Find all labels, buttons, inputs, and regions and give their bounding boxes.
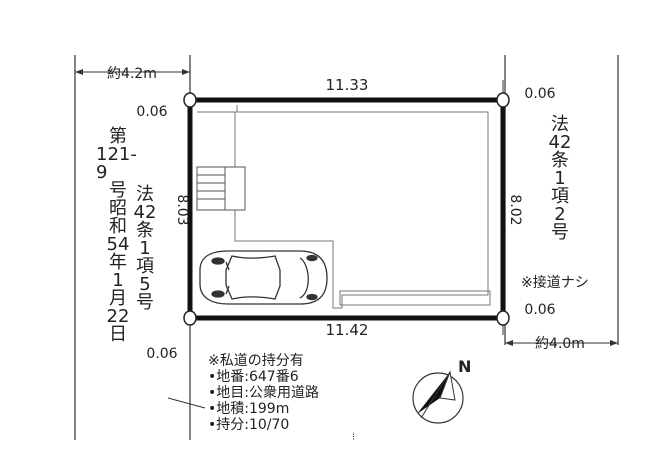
faint-mark: ⁝ xyxy=(352,432,355,443)
road-number-char: 22 xyxy=(106,306,130,327)
law-char: 条 xyxy=(551,150,569,171)
right-depth-label: 8.02 xyxy=(507,194,523,225)
law-char: 法 xyxy=(551,114,569,135)
notes-leader-line xyxy=(167,397,206,409)
road-number-char: 121-9 xyxy=(96,144,137,183)
road-number-char: 54 xyxy=(106,234,130,255)
corner-markers xyxy=(183,92,510,326)
north-arrow-icon: N xyxy=(412,357,471,424)
road-number-char: 号 xyxy=(109,180,127,201)
notes-land-category: •地目:公衆用道路 xyxy=(208,385,319,401)
law-char: 条 xyxy=(136,220,154,241)
notes-area: •地積:199m xyxy=(208,401,290,417)
corner-offset-br: 0.06 xyxy=(524,302,555,318)
law-char: 項 xyxy=(136,256,154,277)
law-char: 5 xyxy=(139,274,151,295)
road-number-char: 昭 xyxy=(109,198,127,219)
law-char: 項 xyxy=(551,186,569,207)
private-road-notes: ※私道の持分有 •地番:647番6 •地目:公衆用道路 •地積:199m •持分… xyxy=(208,353,319,433)
no-road-access-note: ※接道ナシ xyxy=(521,275,589,291)
corner-offset-tr: 0.06 xyxy=(524,86,555,102)
road-number-char: 年 xyxy=(109,252,127,273)
right-road-width-label: 約4.0m xyxy=(535,336,585,352)
law-char: 号 xyxy=(136,292,154,313)
top-width-label: 11.33 xyxy=(326,76,369,94)
left-road-width-dimension xyxy=(75,69,190,75)
right-road-width-dimension xyxy=(505,340,618,346)
corner-marker-bl xyxy=(183,310,197,326)
law-char: 号 xyxy=(551,222,569,243)
law-char: 42 xyxy=(133,202,157,223)
corner-marker-tl xyxy=(183,92,197,108)
left-road-number-text: 第 121-9 号 昭 和 54 年 1 月 22 日 xyxy=(96,128,140,344)
corner-marker-tr xyxy=(496,92,510,108)
left-depth-label: 8.03 xyxy=(174,194,190,225)
road-number-char: 日 xyxy=(109,324,127,345)
parked-car-icon xyxy=(199,250,328,305)
law-char: 2 xyxy=(554,204,566,225)
building-footprint xyxy=(197,105,491,309)
law-char: 1 xyxy=(554,168,566,189)
bottom-width-label: 11.42 xyxy=(326,321,369,339)
law-char: 1 xyxy=(139,238,151,259)
notes-share: •持分:10/70 xyxy=(208,417,290,433)
road-number-char: 和 xyxy=(109,216,127,237)
entrance-stairs xyxy=(196,166,246,211)
corner-marker-br xyxy=(496,310,510,326)
notes-lot-number: •地番:647番6 xyxy=(208,369,299,385)
left-road-width-label: 約4.2m xyxy=(107,66,157,82)
road-number-char: 1 xyxy=(112,270,124,291)
corner-offset-tl: 0.06 xyxy=(136,104,167,120)
left-road-law-text: 法 42 条 1 項 5 号 xyxy=(133,186,157,312)
right-road-law-text: 法 42 条 1 項 2 号 xyxy=(548,116,572,242)
north-label: N xyxy=(458,357,471,376)
corner-offset-bl: 0.06 xyxy=(146,346,177,362)
road-number-char: 月 xyxy=(109,288,127,309)
law-char: 法 xyxy=(136,184,154,205)
law-char: 42 xyxy=(548,132,572,153)
notes-heading: ※私道の持分有 xyxy=(208,353,304,369)
road-number-char: 第 xyxy=(109,126,127,147)
